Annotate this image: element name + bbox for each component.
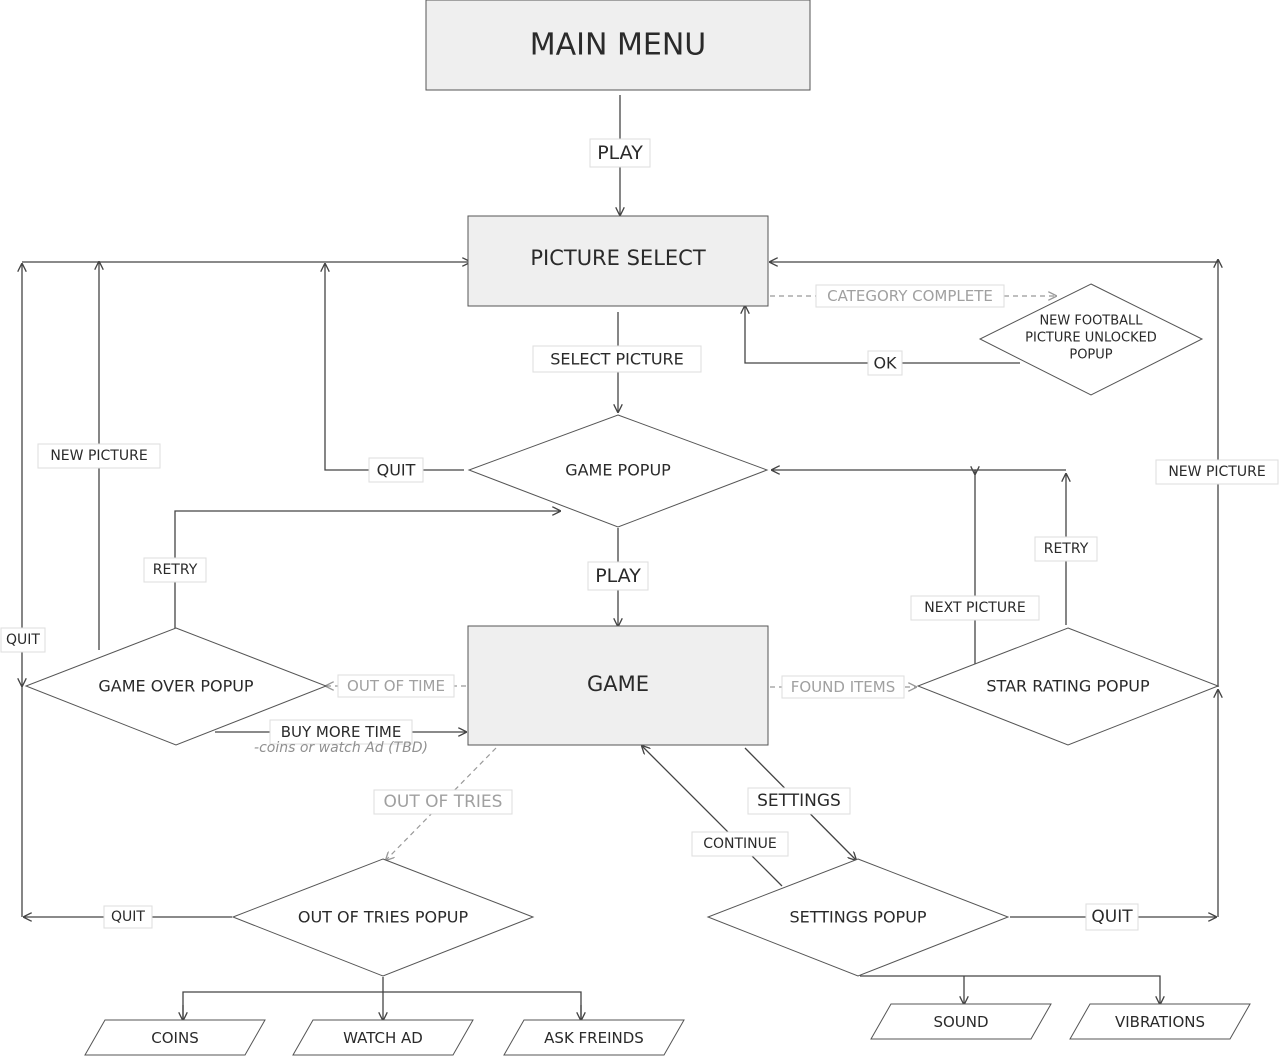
svg-text:QUIT: QUIT <box>111 909 145 925</box>
edge-out-of-tries <box>386 747 497 860</box>
label-found-items: FOUND ITEMS <box>781 675 905 699</box>
edge-next-picture <box>772 470 976 665</box>
svg-text:NEW PICTURE: NEW PICTURE <box>1168 464 1265 480</box>
watch-ad-label: WATCH AD <box>343 1029 423 1047</box>
svg-text:RETRY: RETRY <box>1044 541 1089 557</box>
svg-text:RETRY: RETRY <box>153 562 198 578</box>
new-football-line-2: PICTURE UNLOCKED <box>1025 331 1157 346</box>
svg-text:FOUND ITEMS: FOUND ITEMS <box>791 678 895 696</box>
settings-popup-label: SETTINGS POPUP <box>789 908 926 927</box>
label-quit-game-popup: QUIT <box>368 457 424 483</box>
label-out-of-tries: OUT OF TRIES <box>373 789 513 815</box>
edge-continue <box>642 746 783 887</box>
node-game: GAME <box>467 625 769 746</box>
edge-tries-branch <box>182 991 582 1020</box>
label-quit-left: QUIT <box>0 627 46 653</box>
svg-text:OUT OF TIME: OUT OF TIME <box>347 677 445 695</box>
svg-text:CONTINUE: CONTINUE <box>703 836 777 852</box>
node-ask-friends: ASK FREINDS <box>503 1019 685 1056</box>
svg-text:BUY MORE TIME: BUY MORE TIME <box>281 723 402 741</box>
edge-game-popup-quit <box>325 264 464 471</box>
label-quit-tries: QUIT <box>103 905 153 929</box>
label-new-picture-left: NEW PICTURE <box>37 443 161 469</box>
game-popup-label: GAME POPUP <box>565 461 671 480</box>
svg-text:PLAY: PLAY <box>595 565 641 587</box>
node-game-popup: GAME POPUP <box>467 414 769 528</box>
svg-text:SELECT PICTURE: SELECT PICTURE <box>550 350 684 369</box>
node-sound: SOUND <box>870 1003 1052 1040</box>
svg-text:QUIT: QUIT <box>6 632 40 648</box>
edge-labels: PLAY SELECT PICTURE CATEGORY COMPLETE OK… <box>0 138 1279 931</box>
svg-text:QUIT: QUIT <box>377 461 416 480</box>
svg-text:QUIT: QUIT <box>1091 907 1133 927</box>
edge-to-vibrations <box>860 975 1160 1004</box>
label-category-complete: CATEGORY COMPLETE <box>815 284 1005 308</box>
label-buy-more-time-note: -coins or watch Ad (TBD) <box>254 740 428 756</box>
label-play-2: PLAY <box>587 561 649 591</box>
star-rating-popup-label: STAR RATING POPUP <box>986 677 1150 696</box>
label-quit-settings: QUIT <box>1085 903 1139 931</box>
node-main-menu: MAIN MENU <box>425 0 811 91</box>
label-buy-more-time: BUY MORE TIME <box>269 719 413 745</box>
label-new-picture-right: NEW PICTURE <box>1155 459 1279 485</box>
node-picture-select: PICTURE SELECT <box>467 215 769 307</box>
out-of-tries-popup-label: OUT OF TRIES POPUP <box>298 908 469 927</box>
node-settings-popup: SETTINGS POPUP <box>706 858 1010 977</box>
svg-text:OK: OK <box>873 354 897 373</box>
label-retry-left: RETRY <box>143 557 207 583</box>
svg-text:NEXT PICTURE: NEXT PICTURE <box>924 600 1025 616</box>
label-ok: OK <box>867 350 903 376</box>
label-out-of-time: OUT OF TIME <box>337 674 455 698</box>
node-coins: COINS <box>84 1019 266 1056</box>
svg-text:PLAY: PLAY <box>597 142 643 164</box>
node-out-of-tries-popup: OUT OF TRIES POPUP <box>231 858 535 977</box>
coins-label: COINS <box>151 1029 198 1047</box>
picture-select-label: PICTURE SELECT <box>530 246 705 270</box>
svg-text:OUT OF TRIES: OUT OF TRIES <box>384 792 503 812</box>
svg-text:CATEGORY COMPLETE: CATEGORY COMPLETE <box>827 287 993 305</box>
sound-label: SOUND <box>933 1013 988 1031</box>
label-play-1: PLAY <box>589 138 651 168</box>
main-menu-label: MAIN MENU <box>530 28 706 63</box>
svg-text:NEW PICTURE: NEW PICTURE <box>50 448 147 464</box>
edge-retry-left <box>174 511 560 630</box>
node-star-rating-popup: STAR RATING POPUP <box>916 627 1220 746</box>
game-label: GAME <box>587 672 649 696</box>
label-retry-right: RETRY <box>1034 536 1098 562</box>
svg-text:SETTINGS: SETTINGS <box>757 791 841 811</box>
node-vibrations: VIBRATIONS <box>1069 1003 1251 1040</box>
label-continue: CONTINUE <box>691 831 789 857</box>
ask-friends-label: ASK FREINDS <box>544 1029 644 1047</box>
new-football-line-1: NEW FOOTBALL <box>1039 314 1143 329</box>
edge-ok <box>745 306 1020 364</box>
label-select-picture: SELECT PICTURE <box>532 345 702 373</box>
vibrations-label: VIBRATIONS <box>1115 1013 1205 1031</box>
game-over-popup-label: GAME OVER POPUP <box>98 677 254 696</box>
label-settings: SETTINGS <box>747 787 851 815</box>
node-new-football-popup: NEW FOOTBALL PICTURE UNLOCKED POPUP <box>978 283 1204 396</box>
label-next-picture: NEXT PICTURE <box>910 595 1040 621</box>
node-game-over-popup: GAME OVER POPUP <box>24 627 328 746</box>
new-football-line-3: POPUP <box>1069 348 1112 363</box>
node-watch-ad: WATCH AD <box>292 1019 474 1056</box>
svg-text:-coins or watch Ad (TBD): -coins or watch Ad (TBD) <box>254 740 428 756</box>
